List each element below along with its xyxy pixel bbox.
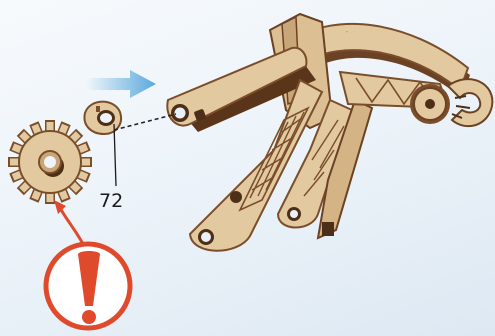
part-number-label: 72 xyxy=(99,190,123,212)
alignment-dashed-line xyxy=(114,114,176,130)
gear-icon xyxy=(8,120,92,204)
arm-assembly xyxy=(167,14,492,251)
claw-end xyxy=(448,79,492,126)
label-leader xyxy=(114,124,116,186)
warning-icon xyxy=(46,244,130,328)
right-gear-cluster xyxy=(410,79,492,126)
arrow-right-icon xyxy=(86,70,156,98)
